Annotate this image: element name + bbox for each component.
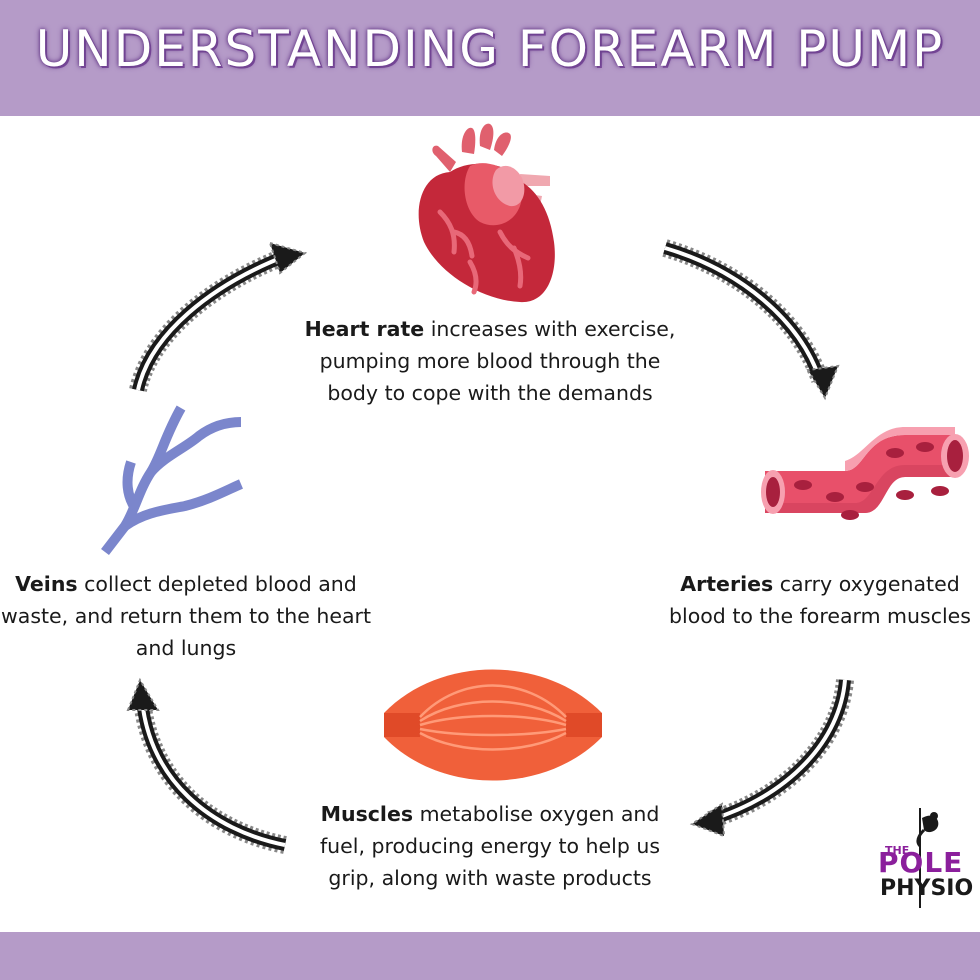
arteries-label: Arteries xyxy=(680,572,774,596)
arrow-muscles-to-veins xyxy=(126,677,287,854)
heart-text: increases with exercise, pumping more bl… xyxy=(319,317,676,405)
arrow-arteries-to-muscles xyxy=(689,678,854,838)
heart-caption: Heart rate increases with exercise, pump… xyxy=(300,313,680,409)
arrow-veins-to-heart xyxy=(129,241,308,393)
veins-label: Veins xyxy=(15,572,78,596)
arrow-heart-to-arteries xyxy=(662,239,840,401)
veins-caption: Veins collect depleted blood and waste, … xyxy=(0,568,372,664)
muscle-icon xyxy=(384,669,602,781)
artery-icon xyxy=(761,427,969,520)
logo-physio: PHYSIO xyxy=(880,876,974,901)
logo-the: THE xyxy=(885,844,910,857)
header-band xyxy=(0,0,980,116)
muscles-label: Muscles xyxy=(320,802,414,826)
muscles-text: metabolise oxygen and fuel, producing en… xyxy=(319,802,661,890)
footer-band xyxy=(0,932,980,980)
vein-icon xyxy=(101,405,243,556)
pole-dancer-icon xyxy=(916,808,939,908)
arteries-text: carry oxygenated blood to the forearm mu… xyxy=(669,572,971,628)
heart-label: Heart rate xyxy=(304,317,425,341)
arteries-caption: Arteries carry oxygenated blood to the f… xyxy=(660,568,980,632)
page-title: UNDERSTANDING FOREARM PUMP xyxy=(35,20,945,78)
heart-icon xyxy=(418,123,555,303)
pole-physio-logo: THE POLE PHYSIO xyxy=(868,808,973,908)
logo-pole: POLE xyxy=(878,846,964,879)
veins-text: collect depleted blood and waste, and re… xyxy=(1,572,371,660)
muscles-caption: Muscles metabolise oxygen and fuel, prod… xyxy=(300,798,680,894)
